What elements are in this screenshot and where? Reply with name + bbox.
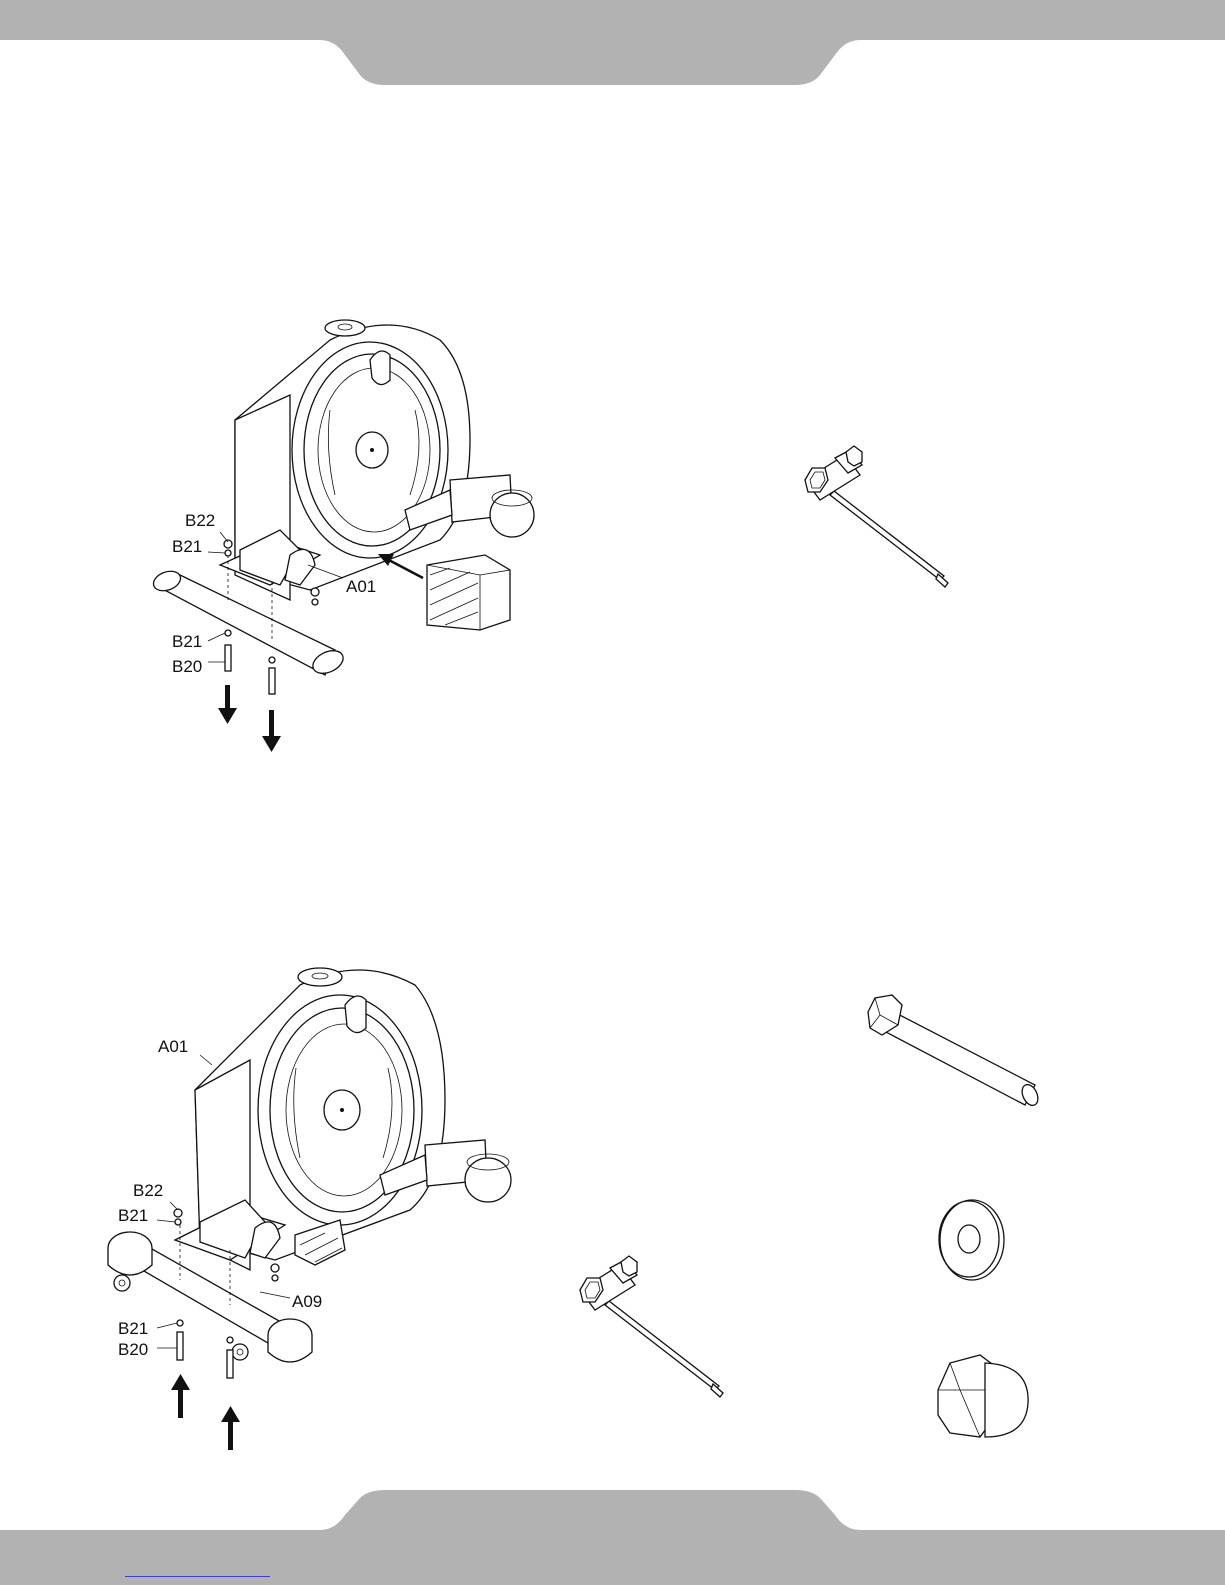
label-b21-upper: B21 (172, 537, 202, 556)
label-a09: A09 (292, 1292, 322, 1311)
label-b22: B22 (185, 511, 215, 530)
acorn-nut-icon (930, 1345, 1040, 1455)
socket-wrench-icon (565, 1250, 745, 1420)
up-arrow-icon (171, 1374, 240, 1450)
header-band (0, 0, 1225, 90)
flat-washer-icon (925, 1195, 1020, 1290)
packing-block (427, 555, 510, 630)
hex-bolt-icon (860, 990, 1045, 1125)
label-a01: A01 (346, 577, 376, 596)
step2-assembly-drawing: A01 B22 B21 A09 B21 B20 (100, 950, 540, 1450)
label-b21-lower: B21 (172, 632, 202, 651)
label-b20: B20 (172, 657, 202, 676)
label-a01: A01 (158, 1037, 188, 1056)
footer-link-underline[interactable] (125, 1576, 270, 1577)
main-frame-a01 (175, 968, 511, 1270)
step1-assembly-drawing: B22 B21 A01 B21 B20 (140, 300, 550, 770)
label-b21-upper: B21 (118, 1206, 148, 1225)
socket-wrench-icon (790, 440, 970, 610)
down-arrow-icon (218, 685, 281, 752)
push-arrow-icon (378, 554, 423, 578)
label-b20: B20 (118, 1340, 148, 1359)
footer-band (0, 1490, 1225, 1585)
label-b22: B22 (133, 1181, 163, 1200)
label-b21-lower: B21 (118, 1319, 148, 1338)
